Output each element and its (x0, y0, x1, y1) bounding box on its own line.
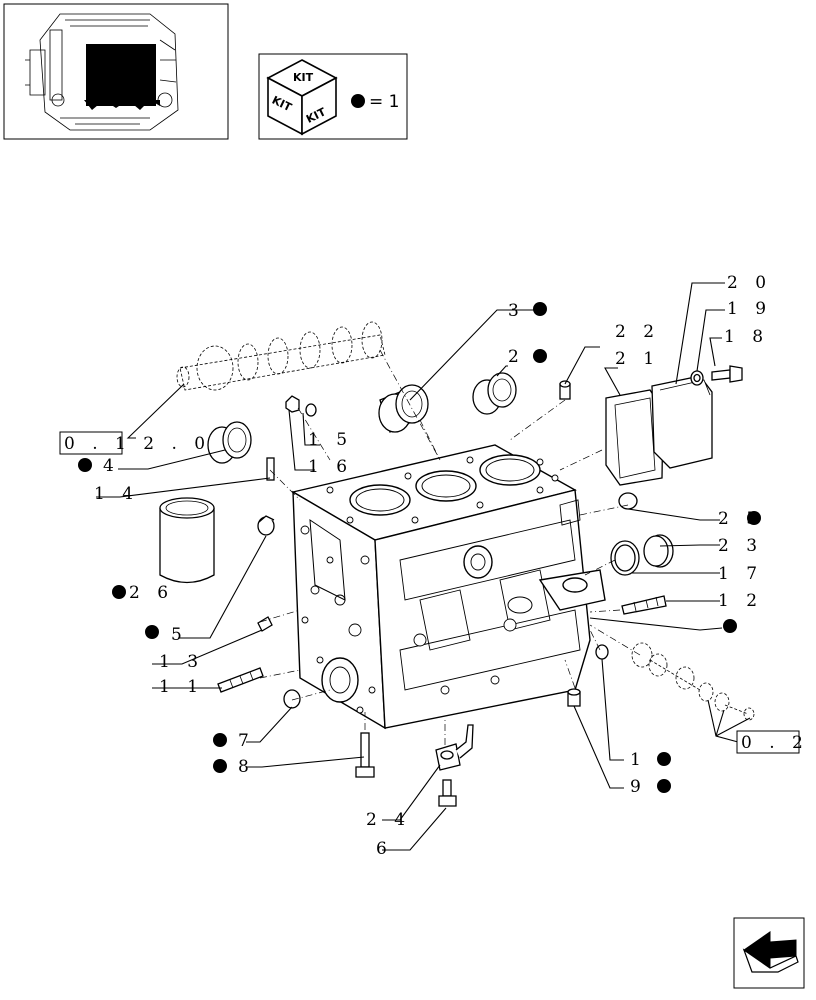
camshaft-ghost (176, 321, 386, 391)
kit-bullet-icon (533, 302, 547, 316)
plug-10-icon (595, 644, 609, 660)
pin-13-icon (257, 616, 273, 632)
page-ref-right[interactable]: 0 . 2 4 (736, 730, 816, 754)
engine-block[interactable] (291, 444, 606, 730)
part-label-18: 1 8 (724, 327, 769, 347)
plug-9-icon (567, 688, 581, 707)
kit-bullet-icon (78, 458, 92, 472)
part-label-8: 8 (238, 757, 255, 777)
stud-11-icon (217, 667, 264, 693)
kit-markers (78, 302, 761, 793)
part-label-19: 1 9 (727, 299, 772, 319)
engine-thumbnail[interactable] (3, 3, 229, 140)
cover-20-icon (651, 375, 713, 469)
part-label-15: 1 5 (308, 430, 353, 450)
bearing-2-icon (472, 372, 517, 415)
kit-bullet-icon (145, 625, 159, 639)
page-ref-right-text: 0 . 2 4 (741, 733, 816, 753)
part-label-6: 6 (376, 839, 393, 859)
part-label-22: 2 2 (615, 322, 660, 342)
part-label-16: 1 6 (308, 457, 353, 477)
part-label-12: 1 2 (718, 591, 763, 611)
part-label-9: 9 (630, 777, 647, 797)
part-label-2: 2 (508, 347, 525, 367)
engine-block-highlight (86, 44, 156, 106)
kit-bullet-icon (213, 733, 227, 747)
kit-bullet-icon (351, 94, 365, 108)
guide-lines (259, 349, 641, 745)
kit-legend: KIT KIT KIT = 1 (258, 53, 408, 140)
part-label-11: 1 1 (159, 677, 204, 697)
next-page-button[interactable] (733, 917, 805, 989)
pin-14-icon (266, 457, 275, 481)
part-label-21: 2 1 (615, 349, 660, 369)
part-label-24: 2 4 (366, 810, 411, 830)
kit-box-icon (266, 59, 338, 136)
kit-bullet-icon (723, 619, 737, 633)
part-label-14: 1 4 (94, 484, 139, 504)
gasket-21-icon (605, 389, 664, 486)
oring-17-icon (610, 540, 640, 576)
part-label-5: 5 (171, 625, 188, 645)
kit-bullet-icon (213, 759, 227, 773)
bolt-6-icon (438, 779, 457, 807)
part-label-13: 1 3 (159, 652, 204, 672)
cylinder-liner-icon (159, 497, 215, 584)
leader-lines (96, 282, 751, 851)
kit-bullet-icon (657, 779, 671, 793)
plug-7-icon (283, 689, 301, 709)
nozzle-24-icon (435, 724, 474, 771)
seal-23-icon (643, 534, 674, 568)
part-label-17: 1 7 (718, 564, 763, 584)
bolt-15-icon (285, 395, 317, 417)
kit-bullet-icon (533, 349, 547, 363)
stud-12-icon (621, 595, 667, 615)
washer-19-icon (690, 370, 704, 386)
kit-bullet-icon (747, 511, 761, 525)
part-label-3: 3 (508, 301, 525, 321)
bolt-18-icon (711, 365, 743, 383)
bearing-4-icon (207, 421, 252, 464)
plug-5-icon (257, 515, 275, 536)
kit-equals-text: = 1 (369, 92, 399, 112)
part-label-7: 7 (238, 731, 255, 751)
page-ref-top[interactable]: 0 . 1 2 . 0 (59, 431, 211, 455)
part-label-4: 4 (103, 456, 120, 476)
next-page-arrow-icon (742, 931, 799, 973)
parts-drawings (159, 365, 743, 807)
kit-bullet-icon (657, 752, 671, 766)
bearing-3-icon (378, 384, 429, 433)
kit-word-top: KIT (293, 71, 314, 84)
page-ref-top-text: 0 . 1 2 . 0 (64, 434, 211, 454)
part-label-23: 2 3 (718, 536, 763, 556)
part-label-20: 2 0 (727, 273, 772, 293)
part-label-25: 2 5 (718, 509, 763, 529)
bolt-8-icon (355, 732, 375, 778)
crankshaft-ghost (631, 642, 755, 721)
part-label-26: 2 6 (129, 583, 174, 603)
kit-bullet-icon (112, 585, 126, 599)
